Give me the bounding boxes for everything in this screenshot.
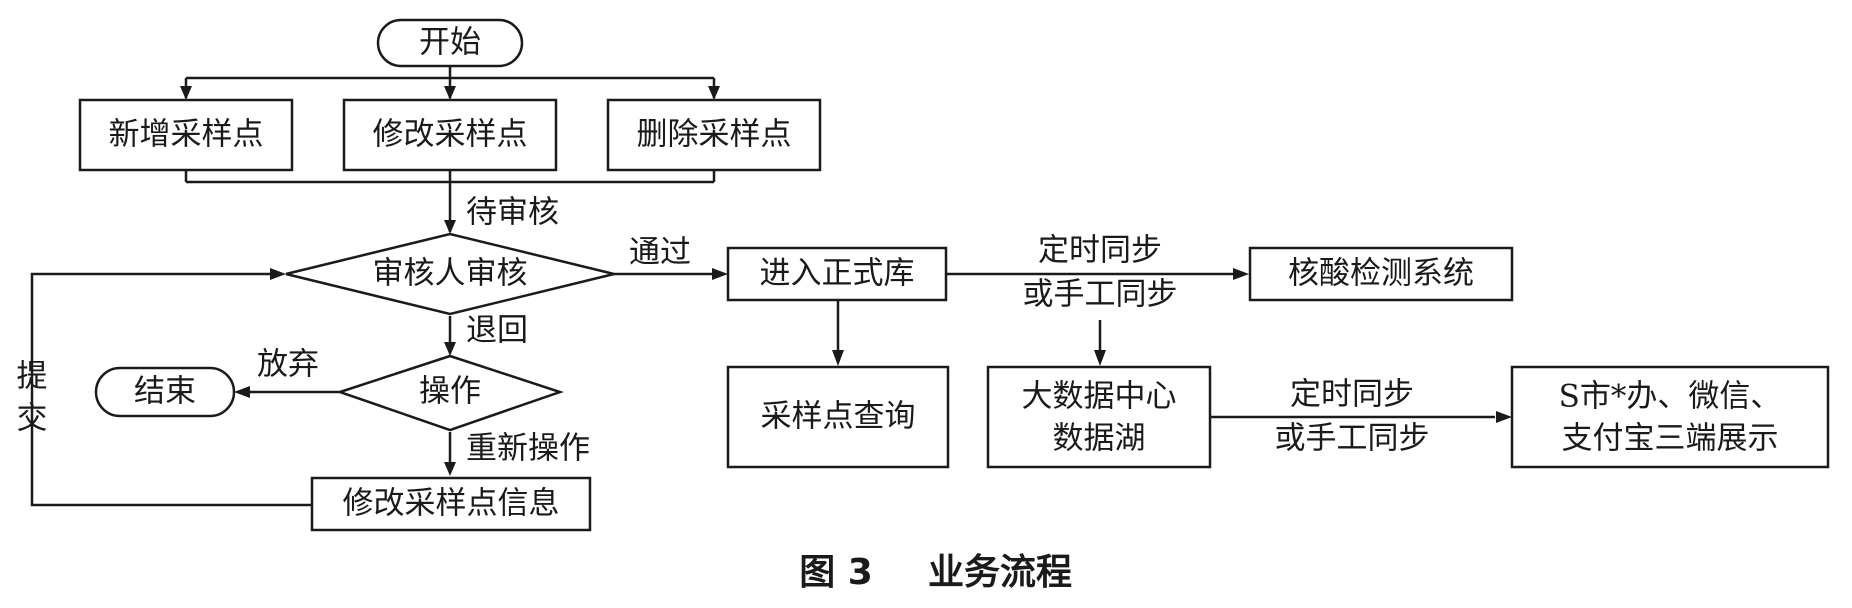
arrowhead — [234, 386, 250, 398]
review-label: 审核人审核 — [373, 256, 528, 292]
return-label: 退回 — [466, 313, 528, 349]
formal-db-node: 进入正式库 — [726, 246, 948, 302]
display-label-line2: 支付宝三端展示 — [1562, 421, 1779, 457]
data-center-node: 大数据中心 数据湖 — [986, 365, 1212, 469]
modify-point-label: 修改采样点 — [373, 117, 528, 153]
arrowhead — [1233, 268, 1249, 280]
delete-point-node: 删除采样点 — [606, 98, 822, 172]
arrowhead — [712, 268, 728, 280]
add-point-node: 新增采样点 — [78, 98, 294, 172]
arrowhead — [1094, 350, 1106, 366]
start-label: 开始 — [419, 25, 481, 61]
submit-label-char1: 提 — [17, 359, 48, 395]
modify-info-label: 修改采样点信息 — [343, 486, 560, 522]
operation-decision: 操作 — [336, 354, 564, 432]
arrowhead — [444, 342, 456, 356]
sync1-label-line1: 定时同步 — [1038, 233, 1162, 269]
connectors — [30, 64, 1495, 507]
arrowheads — [180, 86, 1512, 476]
data-center-label-line2: 数据湖 — [1053, 421, 1146, 457]
modify-point-node: 修改采样点 — [342, 98, 558, 172]
edge-labels: 待审核 通过 定时同步 或手工同步 退回 放弃 提 交 重新操作 定时同步 或手… — [17, 195, 1430, 467]
arrowhead — [444, 220, 456, 234]
formal-db-label: 进入正式库 — [760, 256, 915, 292]
data-center-label-line1: 大数据中心 — [1022, 379, 1177, 415]
sync2-label-line2: 或手工同步 — [1275, 421, 1430, 457]
modify-info-node: 修改采样点信息 — [310, 476, 592, 532]
sync2-label-line1: 定时同步 — [1290, 377, 1414, 413]
add-point-label: 新增采样点 — [109, 117, 264, 153]
end-node: 结束 — [94, 366, 236, 418]
end-label: 结束 — [134, 374, 196, 410]
start-node: 开始 — [376, 18, 524, 68]
sampling-query-node: 采样点查询 — [726, 365, 950, 469]
review-decision: 审核人审核 — [285, 232, 615, 316]
arrowhead — [708, 86, 720, 100]
arrowhead — [270, 268, 286, 280]
operation-label: 操作 — [419, 374, 481, 410]
display-node: S市*办、微信、 支付宝三端展示 — [1510, 365, 1830, 469]
arrowhead — [180, 86, 192, 100]
arrowhead — [444, 86, 456, 100]
delete-point-label: 删除采样点 — [637, 117, 792, 153]
nucleic-system-node: 核酸检测系统 — [1248, 246, 1514, 302]
connector-submit-loop — [30, 272, 312, 507]
arrowhead — [444, 462, 456, 476]
arrowhead — [832, 350, 844, 366]
caption-title: 业务流程 — [928, 552, 1072, 593]
give-up-label: 放弃 — [257, 347, 319, 383]
sampling-query-label: 采样点查询 — [761, 399, 916, 435]
pass-label: 通过 — [629, 235, 691, 271]
pending-review-label: 待审核 — [466, 195, 559, 231]
display-label-line1: S市*办、微信、 — [1559, 379, 1782, 415]
submit-label-char2: 交 — [17, 401, 48, 437]
nucleic-system-label: 核酸检测系统 — [1288, 256, 1474, 292]
figure-caption: 图 3 业务流程 — [799, 552, 1072, 593]
re-operate-label: 重新操作 — [466, 431, 590, 467]
sync1-label-line2: 或手工同步 — [1023, 277, 1178, 313]
arrowhead — [1496, 411, 1512, 423]
caption-figure-label: 图 3 — [799, 552, 873, 593]
